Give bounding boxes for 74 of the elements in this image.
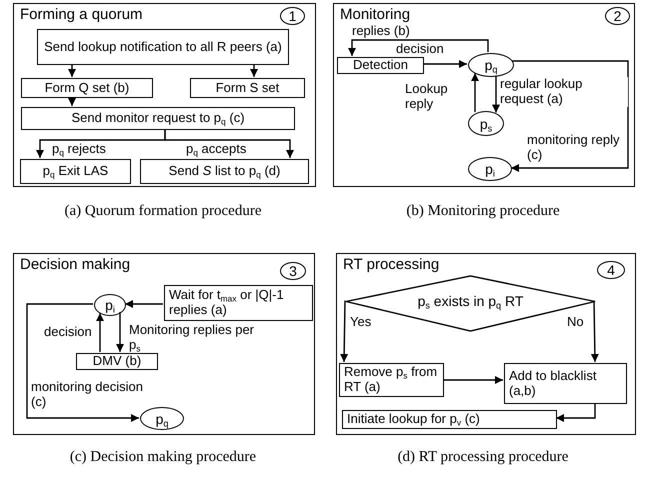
process-box xyxy=(190,78,305,98)
process-box xyxy=(504,363,627,404)
arrow xyxy=(96,313,104,352)
arrow xyxy=(116,312,124,352)
process-box xyxy=(21,78,153,98)
process-box xyxy=(37,29,289,65)
node-label: Form S set xyxy=(216,80,280,96)
process-box xyxy=(20,159,131,184)
node-label: Add to blacklist (a,b) xyxy=(509,368,598,398)
panel-title: Monitoring xyxy=(340,6,410,23)
figure-caption: (a) Quorum formation procedure xyxy=(64,203,262,220)
process-box xyxy=(342,410,557,429)
node-label: Detection xyxy=(353,58,408,73)
node-label: p$_{s}$ xyxy=(480,116,492,132)
edge-label: monitoring decision (c) xyxy=(31,380,143,410)
step-number-circle xyxy=(605,7,630,25)
arrow xyxy=(348,39,489,56)
arrow xyxy=(250,64,258,77)
node-circle xyxy=(468,157,512,181)
node-label: p$_{q}$ xyxy=(156,410,168,426)
node-label: Send lookup notification to all R peers (a) xyxy=(44,40,282,54)
arrow xyxy=(492,76,500,113)
node-label: p$_{s}$ exists in p$_{q}$ RT xyxy=(418,292,524,308)
edge-label: replies (b) xyxy=(352,24,410,39)
panel-title: Decision making xyxy=(20,256,130,273)
node-label: p$_{q}$ Exit LAS xyxy=(42,164,108,179)
panel-title: Forming a quorum xyxy=(20,6,143,23)
arrow xyxy=(423,60,467,68)
node-label: Wait for t$_{max}$ or |Q|-1 replies (a) xyxy=(169,288,285,318)
process-box xyxy=(339,363,444,397)
arrow xyxy=(125,300,163,308)
figure-caption: (b) Monitoring procedure xyxy=(406,203,560,220)
process-box xyxy=(337,57,424,74)
node-label: p$_{i}$ xyxy=(485,161,495,177)
node-circle xyxy=(468,111,504,136)
process-box xyxy=(21,107,295,130)
node-label: DMV (b) xyxy=(92,354,142,369)
node-label: Send S list to p$_{q}$ (d) xyxy=(168,164,280,179)
node-circle xyxy=(94,294,126,316)
node-label: Initiate lookup for p$_{v}$ (c) xyxy=(347,412,480,427)
arrow xyxy=(590,300,599,362)
edge-label: p$_{q}$ accepts xyxy=(186,142,246,157)
step-number-circle xyxy=(597,261,625,279)
node-label: p$_{q}$ xyxy=(484,57,498,73)
figure-caption: (d) RT processing procedure xyxy=(398,449,568,466)
process-box xyxy=(140,159,309,184)
step-number-circle xyxy=(280,7,305,25)
step-number-circle xyxy=(280,262,306,280)
edge-label: regular lookup request (a) xyxy=(500,77,628,107)
arrow xyxy=(68,64,76,77)
edge-label: p$_{q}$ rejects xyxy=(52,142,106,157)
node-label: Remove p$_{s}$ from RT (a) xyxy=(344,365,438,395)
arrow xyxy=(443,376,503,384)
node-label: Send monitor request to p$_{q}$ (c) xyxy=(71,111,245,126)
panel-title: RT processing xyxy=(343,256,440,273)
panel-frame xyxy=(13,3,316,187)
arrow xyxy=(471,73,479,112)
process-box xyxy=(164,285,313,321)
figure-caption: (c) Decision making procedure xyxy=(70,449,256,466)
arrow xyxy=(26,303,140,422)
step-number: 2 xyxy=(614,8,622,24)
arrow xyxy=(68,97,76,106)
process-box xyxy=(76,353,158,370)
arrow xyxy=(164,129,294,158)
panel-frame xyxy=(336,253,636,435)
node-label: Form Q set (b) xyxy=(44,80,130,96)
step-number: 3 xyxy=(289,263,297,279)
arrow xyxy=(340,300,348,362)
arrow xyxy=(511,60,629,172)
arrow xyxy=(556,403,596,422)
step-number: 4 xyxy=(607,262,615,278)
step-number: 1 xyxy=(288,8,296,24)
edge-label: Monitoring replies per p$_{s}$ xyxy=(129,323,257,353)
node-label: p$_{i}$ xyxy=(105,297,115,313)
